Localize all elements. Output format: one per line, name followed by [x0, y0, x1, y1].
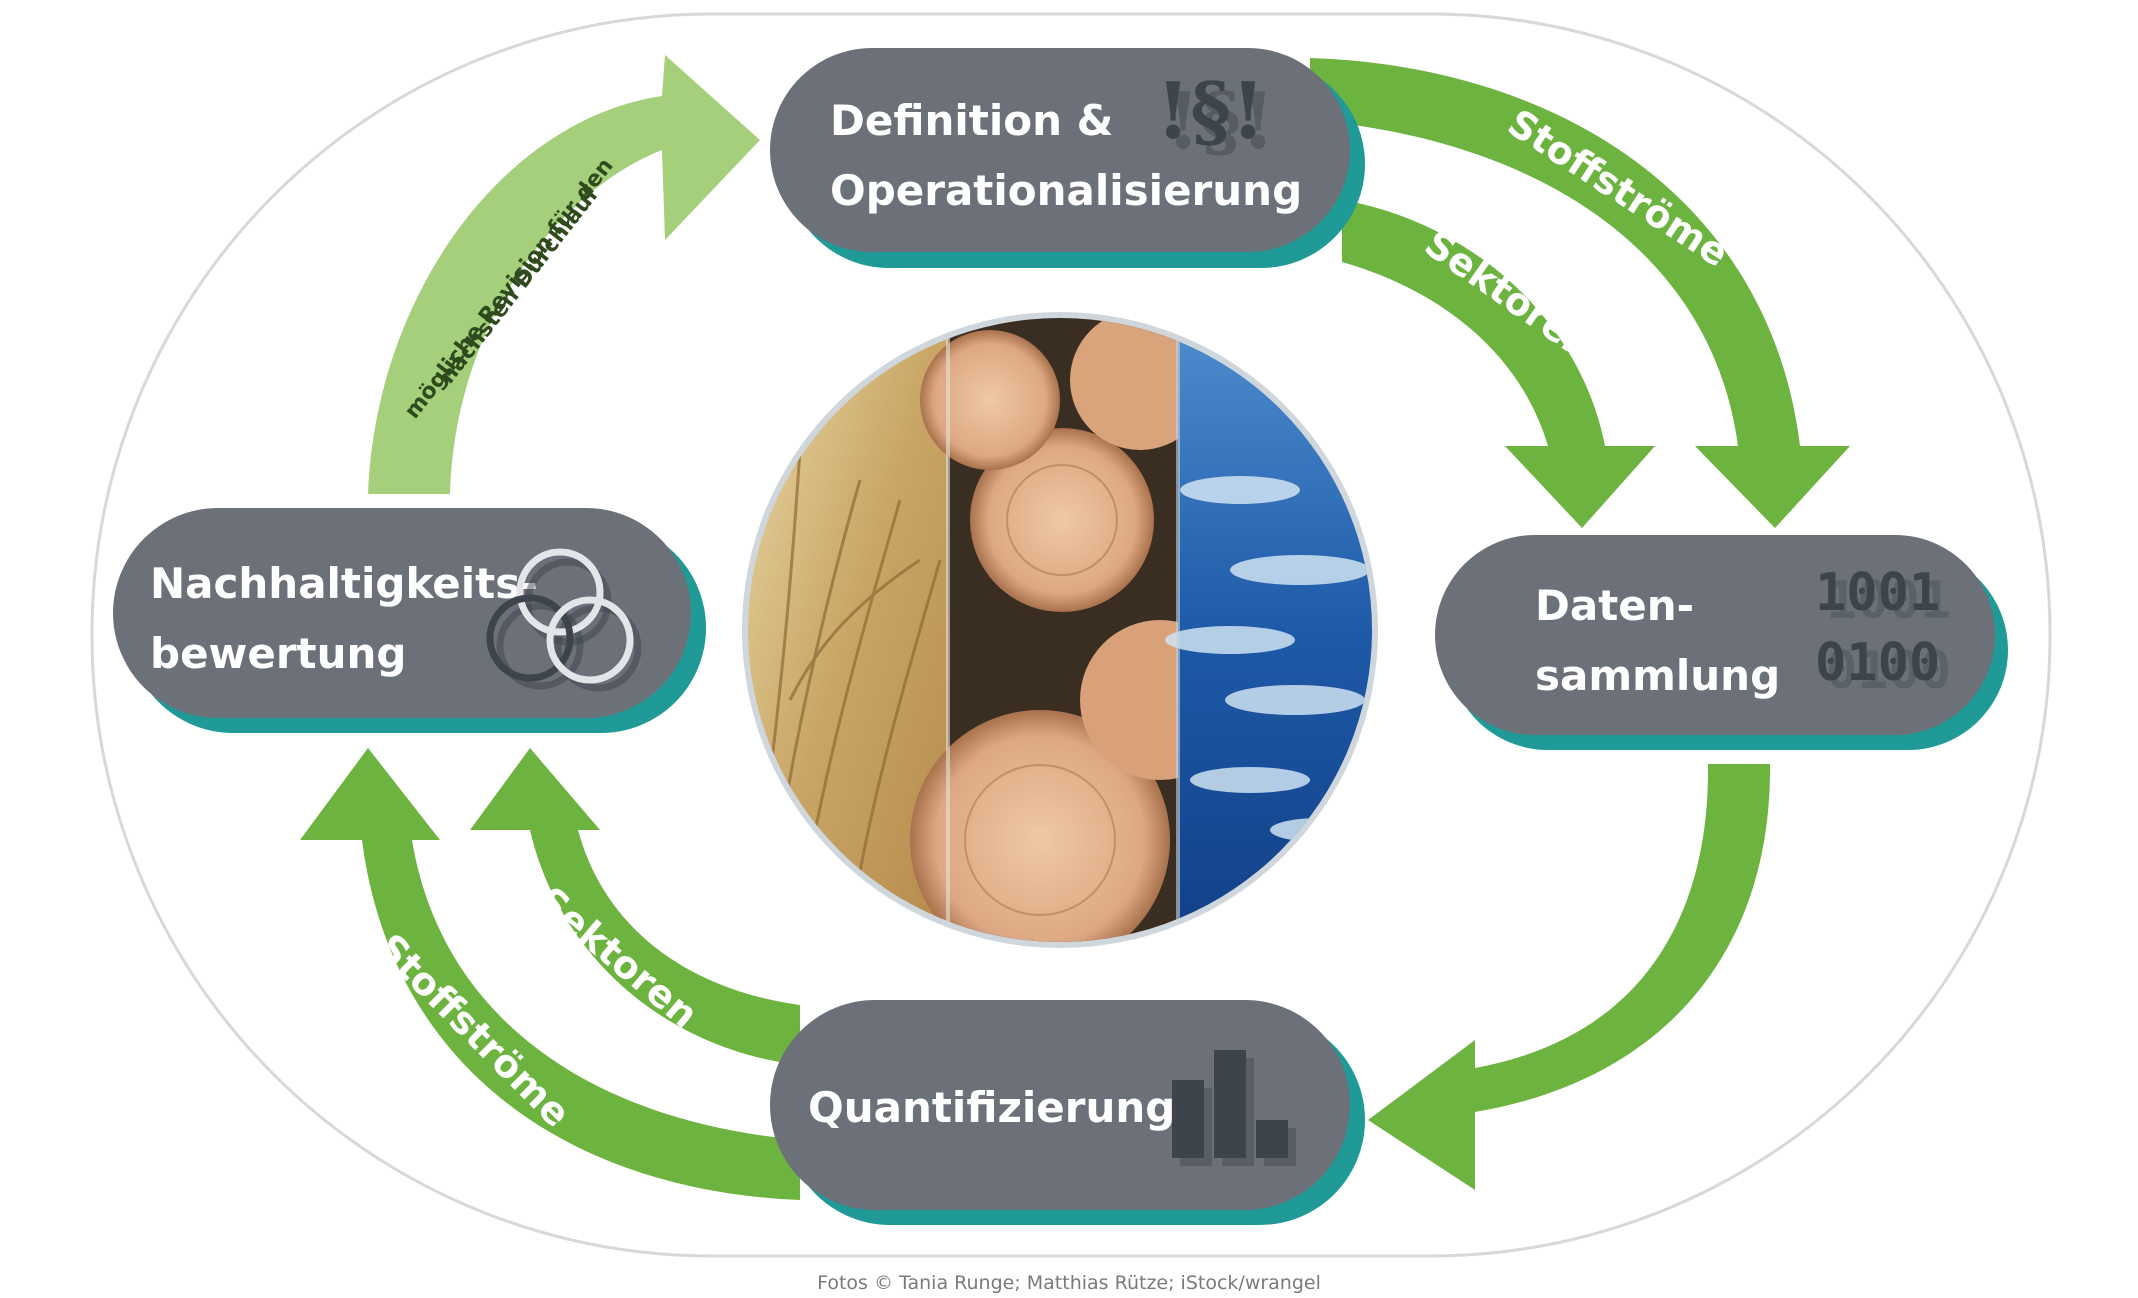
svg-text:1001: 1001 — [1815, 563, 1940, 623]
svg-text:!§!: !§! — [1156, 66, 1265, 157]
paragraph-law-icon: !§! !§! — [1156, 66, 1275, 167]
step-quantifizierung: Quantifizierung — [770, 1000, 1365, 1225]
bar-chart-icon — [1172, 1050, 1296, 1166]
definition-line2: Operationalisierung — [830, 166, 1302, 215]
quantifizierung-label: Quantifizierung — [808, 1083, 1175, 1132]
arrow-bottom-stoffstroeme — [300, 748, 800, 1200]
svg-text:0100: 0100 — [1826, 641, 1951, 701]
svg-text:!§!: !§! — [1166, 76, 1275, 167]
step-nachhaltigkeit: Nachhaltigkeits- bewertung — [113, 508, 706, 733]
arrow-top-stoffstroeme — [1310, 58, 1850, 528]
photo-credit: Fotos © Tania Runge; Matthias Rütze; iSt… — [817, 1272, 1321, 1294]
nachhaltigkeit-line2: bewertung — [150, 629, 407, 678]
datensammlung-line1: Daten- — [1535, 581, 1694, 630]
step-definition: Definition & Operationalisierung !§! !§! — [770, 48, 1365, 268]
nachhaltigkeit-line1: Nachhaltigkeits- — [150, 559, 538, 608]
binary-data-icon: 1001 0100 1001 0100 — [1815, 563, 1951, 701]
label-top-stoffstroeme: Stoffströme — [1500, 101, 1737, 276]
outer-outline — [90, 12, 2052, 1258]
arrow-top-sektoren — [1342, 200, 1655, 528]
venn-circles-icon — [486, 548, 642, 692]
datensammlung-line2: sammlung — [1535, 651, 1780, 700]
label-bottom-sektoren: Sektoren — [529, 878, 706, 1037]
svg-text:1001: 1001 — [1826, 571, 1951, 631]
step-datensammlung: Daten- sammlung 1001 0100 1001 0100 — [1435, 535, 2008, 750]
label-bottom-stoffstroeme: Stoffströme — [369, 925, 579, 1135]
center-photo-circle — [742, 312, 1378, 948]
definition-line1: Definition & — [830, 96, 1113, 145]
arrow-right-down — [1368, 764, 1771, 1190]
arrow-bottom-sektoren — [470, 748, 800, 1065]
svg-text:0100: 0100 — [1815, 633, 1940, 693]
arrow-revision — [368, 55, 760, 494]
